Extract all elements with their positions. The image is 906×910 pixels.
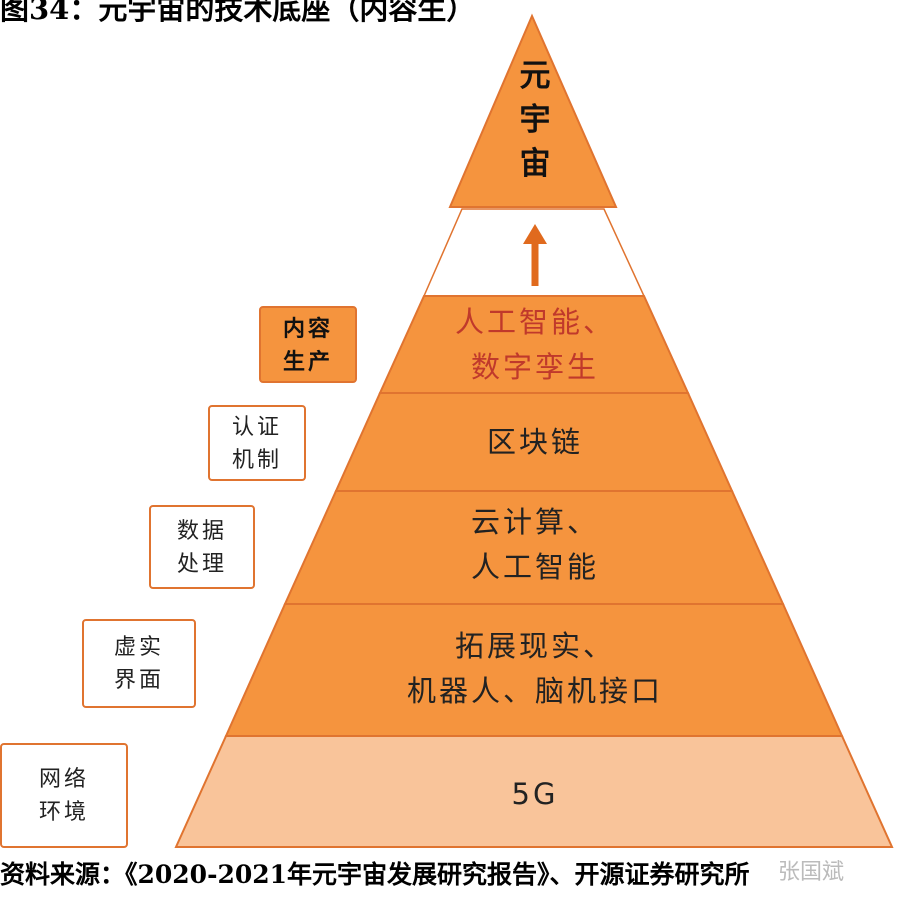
layer-5g: [174, 735, 894, 848]
apex-label: 元 宇 宙: [495, 54, 575, 186]
side-label-net: 网络 环境: [0, 743, 128, 848]
side-label-auth: 认证 机制: [208, 405, 306, 481]
level-label-5g: 5G: [511, 777, 559, 811]
source-note: 资料来源：《2020-2021年元宇宙发展研究报告》、开源证券研究所: [0, 860, 750, 889]
level-label-xr: 拓展现实、 机器人、脑机接口: [406, 629, 663, 708]
figure-title: 图34：元宇宙的技术底座（内容生）: [0, 0, 476, 26]
watermark: 张国斌: [778, 860, 845, 885]
apex-char: 元: [519, 58, 551, 94]
side-label-data: 数据 处理: [149, 505, 255, 589]
side-label-content: 内容 生产: [259, 306, 357, 383]
level-label-ai-twin: 人工智能、 数字孪生: [454, 305, 615, 384]
up-arrow-head: [523, 224, 547, 244]
side-label-ui: 虚实 界面: [82, 619, 196, 708]
level-label-cloud: 云计算、 人工智能: [470, 505, 599, 584]
apex-char: 宇: [519, 102, 551, 138]
pyramid-apex: [448, 13, 618, 208]
apex-char: 宙: [519, 146, 551, 182]
level-label-blockchain: 区块链: [486, 425, 583, 459]
